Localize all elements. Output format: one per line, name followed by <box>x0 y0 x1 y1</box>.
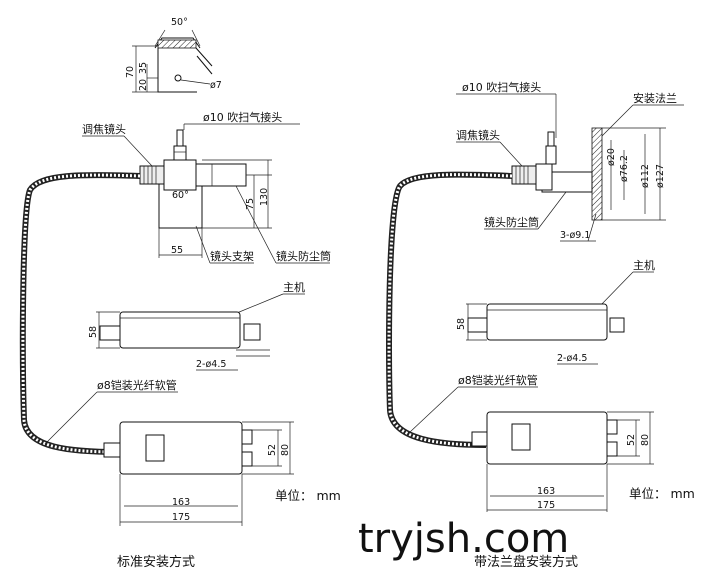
dim-175: 175 <box>172 512 190 523</box>
dim-80: 80 <box>280 444 291 456</box>
host-unit-2: 主机 58 2-ø4.5 <box>456 258 655 365</box>
dim-20: 20 <box>138 79 149 91</box>
dim-80-2: 80 <box>640 434 651 446</box>
watermark: tryjsh.com <box>358 516 569 562</box>
dust-tube-label: 镜头防尘筒 <box>276 249 331 263</box>
flange-caption: 带法兰盘安装方式 <box>474 554 578 570</box>
unit-label-2: 单位： mm <box>629 486 695 501</box>
dim-130: 130 <box>259 188 270 206</box>
flange-installation-view: ø10 吹扫气接头 安装法兰 ø20 ø76.2 ø1 <box>386 80 695 570</box>
dim-52: 52 <box>267 444 278 456</box>
flange-assembly: ø20 ø76.2 ø112 ø127 3-ø9.1 <box>511 127 666 242</box>
lens-assembly: 60° 75 130 55 <box>139 129 272 258</box>
dim-70: 70 <box>125 66 136 78</box>
angle-60-label: 60° <box>172 190 189 201</box>
dim-52-2: 52 <box>626 434 637 446</box>
flange-dim-127: ø127 <box>655 164 666 188</box>
focus-lens-label-2: 调焦镜头 <box>456 128 500 142</box>
dim-163-2: 163 <box>537 486 555 497</box>
standard-installation-view: 50° ø7 70 35 20 ø10 吹扫气接头 <box>19 17 341 570</box>
lens-holder-label: 镜头支架 <box>210 249 254 263</box>
bracket-detail: 50° ø7 70 35 20 <box>125 17 222 93</box>
processor-unit-2: 52 80 163 175 <box>471 411 654 512</box>
dim-55: 55 <box>171 245 183 256</box>
dim-35: 35 <box>138 62 149 74</box>
focus-lens-label: 调焦镜头 <box>82 122 126 136</box>
mount-holes-label-2: 2-ø4.5 <box>557 353 587 364</box>
cable-label-2: ø8铠装光纤软管 <box>458 373 538 387</box>
flange-dim-112: ø112 <box>640 164 651 188</box>
flange-dim-76: ø76.2 <box>619 155 630 182</box>
dim-75: 75 <box>245 198 256 210</box>
angle-50-label: 50° <box>171 17 188 28</box>
flange-label: 安装法兰 <box>633 91 677 105</box>
host-label: 主机 <box>283 280 305 294</box>
dim-58-2: 58 <box>456 318 467 330</box>
purge-connector-label: ø10 吹扫气接头 <box>203 110 282 124</box>
purge-connector-label-2: ø10 吹扫气接头 <box>462 80 541 94</box>
hole-dia-label: ø7 <box>210 80 222 91</box>
flange-holes-label: 3-ø9.1 <box>560 230 590 241</box>
cable-label: ø8铠装光纤软管 <box>97 378 177 392</box>
dim-163: 163 <box>172 497 190 508</box>
flange-dim-20: ø20 <box>606 148 617 166</box>
dim-58: 58 <box>88 326 99 338</box>
dim-175-2: 175 <box>537 500 555 511</box>
mount-holes-label: 2-ø4.5 <box>196 359 226 370</box>
host-label-2: 主机 <box>633 258 655 272</box>
processor-unit: 52 80 163 175 <box>103 421 294 526</box>
host-unit: 主机 58 2-ø4.5 <box>88 280 305 371</box>
standard-caption: 标准安装方式 <box>117 554 195 570</box>
dust-tube-label-2: 镜头防尘筒 <box>484 215 539 229</box>
unit-label: 单位： mm <box>275 488 341 503</box>
